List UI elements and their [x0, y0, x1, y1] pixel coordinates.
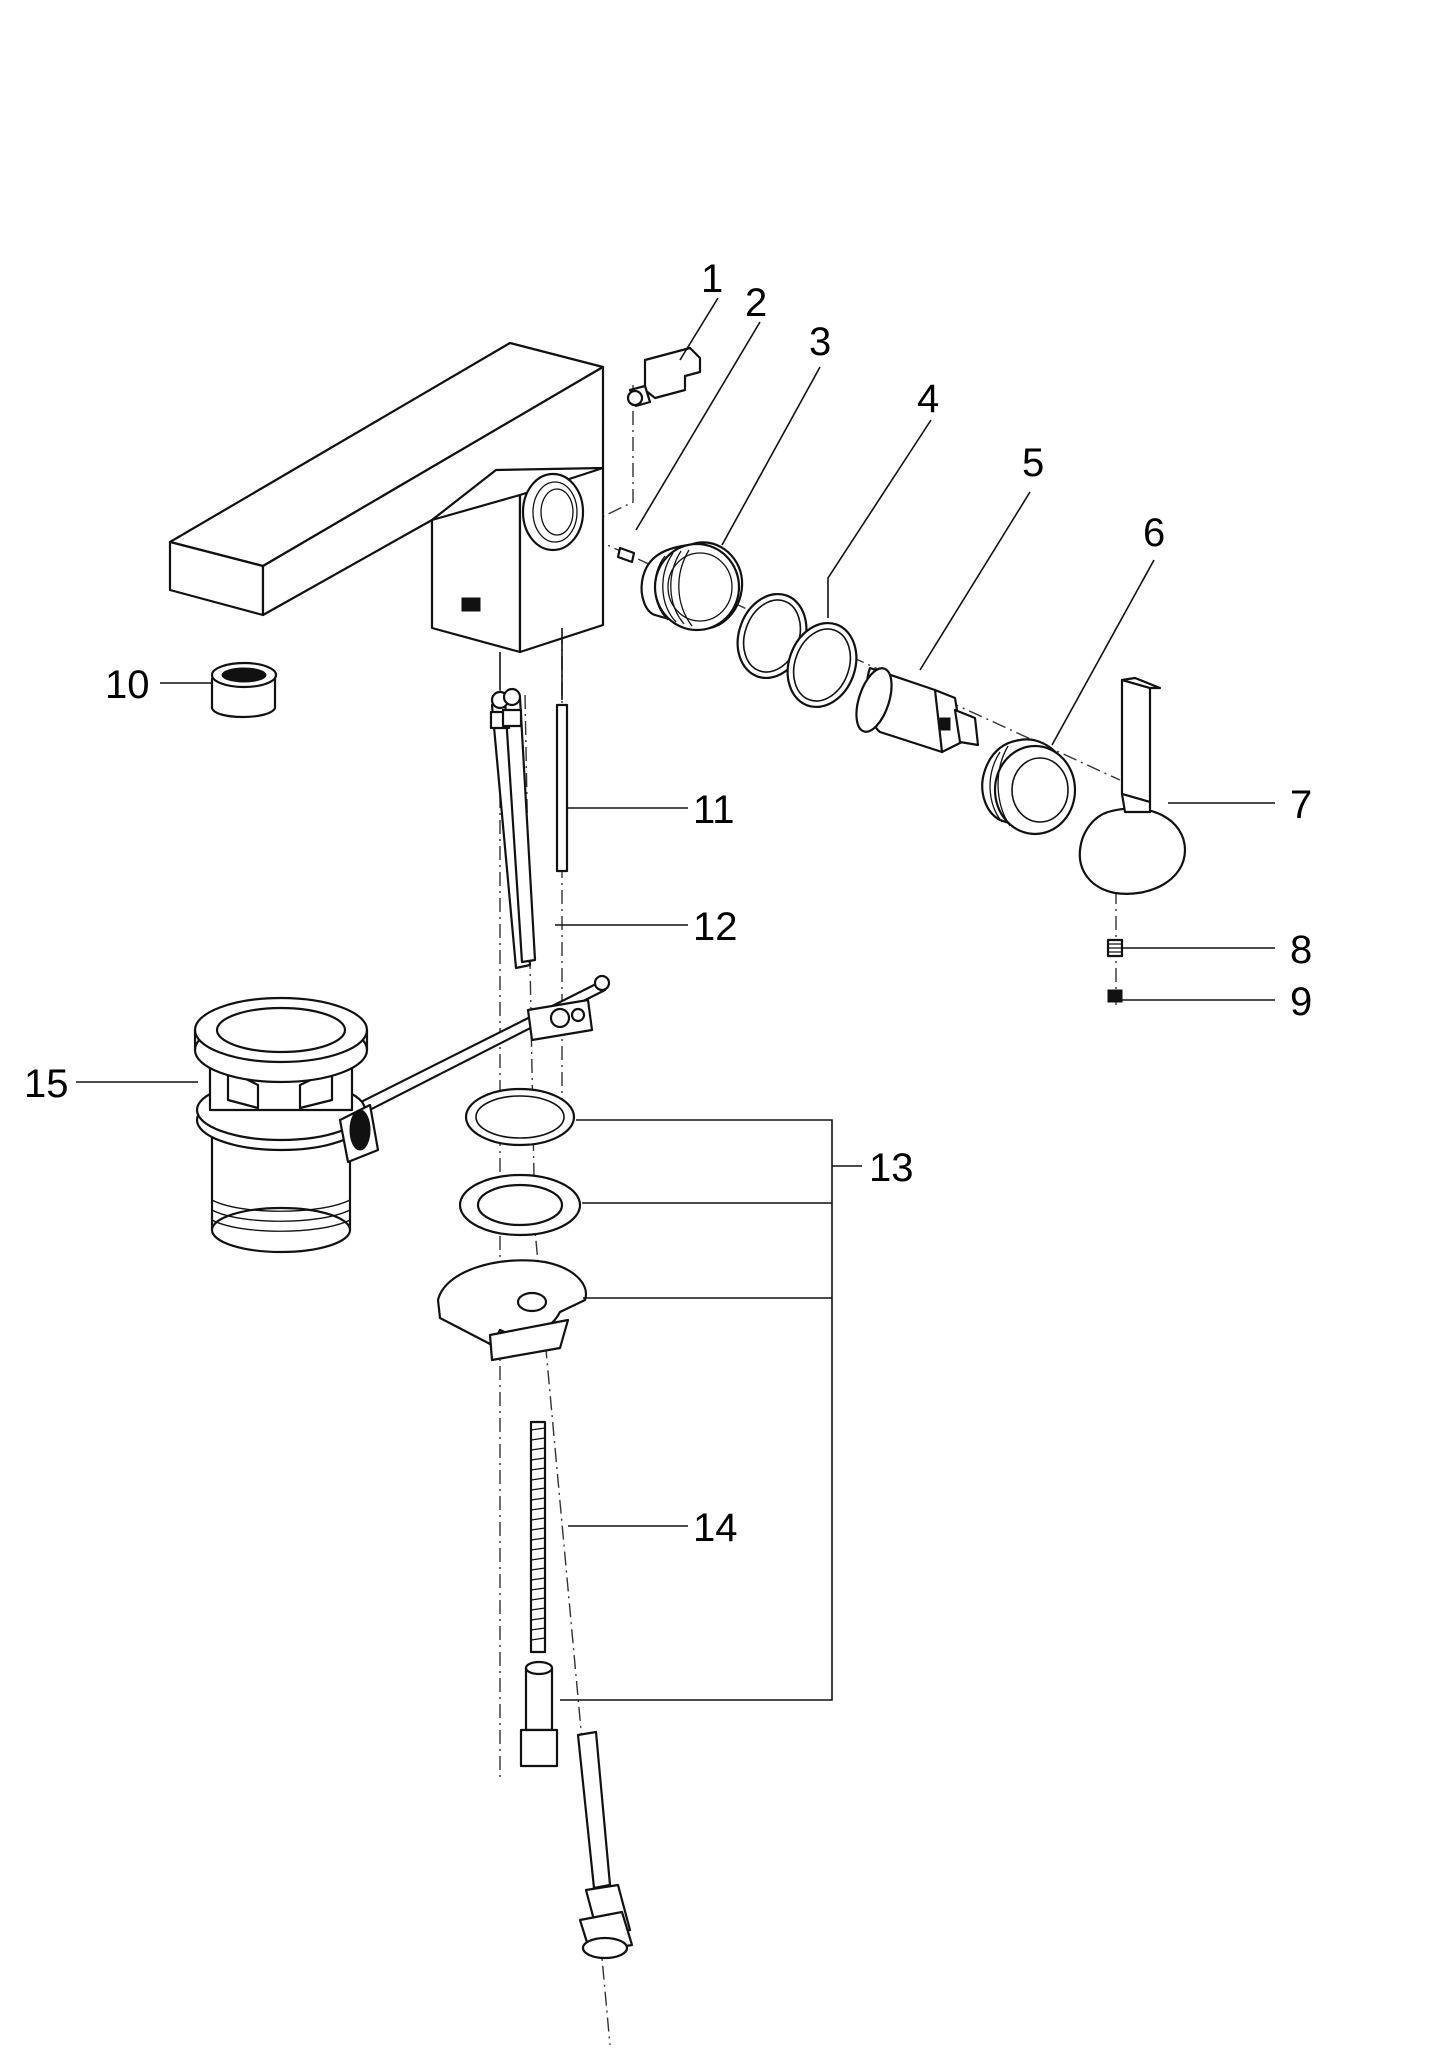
part-2-pin	[616, 546, 636, 564]
part-3-threaded-sleeve	[640, 541, 744, 632]
callout-6: 6	[1143, 511, 1165, 555]
part-13-washers	[436, 1087, 588, 1362]
callout-7: 7	[1290, 783, 1312, 827]
callout-12: 12	[693, 905, 738, 949]
callout-14: 14	[693, 1506, 738, 1550]
part-10-aerator	[210, 661, 278, 718]
part-6-cover-nut	[981, 738, 1077, 836]
callout-1: 1	[701, 257, 723, 301]
callout-4: 4	[917, 377, 939, 421]
part-15-pop-up-waste	[193, 974, 611, 1254]
callout-10: 10	[105, 663, 150, 707]
part-11-lift-rod	[555, 703, 569, 873]
callout-3: 3	[809, 320, 831, 364]
callout-labels: 1 2 3 4 5 6 7 8 9 10 11 12 13 14 15	[24, 257, 1312, 1550]
part-5-cartridge	[855, 666, 980, 754]
faucet-body	[168, 341, 605, 700]
part-4-o-rings	[736, 592, 858, 709]
part-8-grub-screw	[1106, 938, 1124, 958]
part-14-threaded-rod	[519, 1420, 559, 1768]
callout-8: 8	[1290, 928, 1312, 972]
callout-5: 5	[1022, 441, 1044, 485]
leader-lines	[76, 297, 1275, 1701]
callout-15: 15	[24, 1062, 69, 1106]
part-12-hoses	[489, 687, 537, 970]
lower-hose-fitting	[576, 1730, 634, 1960]
part-7-lever-handle	[1078, 676, 1187, 895]
part-1-clip	[626, 346, 702, 408]
callout-2: 2	[745, 281, 767, 325]
part-9-cap	[1107, 989, 1123, 1003]
callout-9: 9	[1290, 980, 1312, 1024]
callout-11: 11	[693, 788, 735, 832]
callout-13: 13	[869, 1146, 914, 1190]
